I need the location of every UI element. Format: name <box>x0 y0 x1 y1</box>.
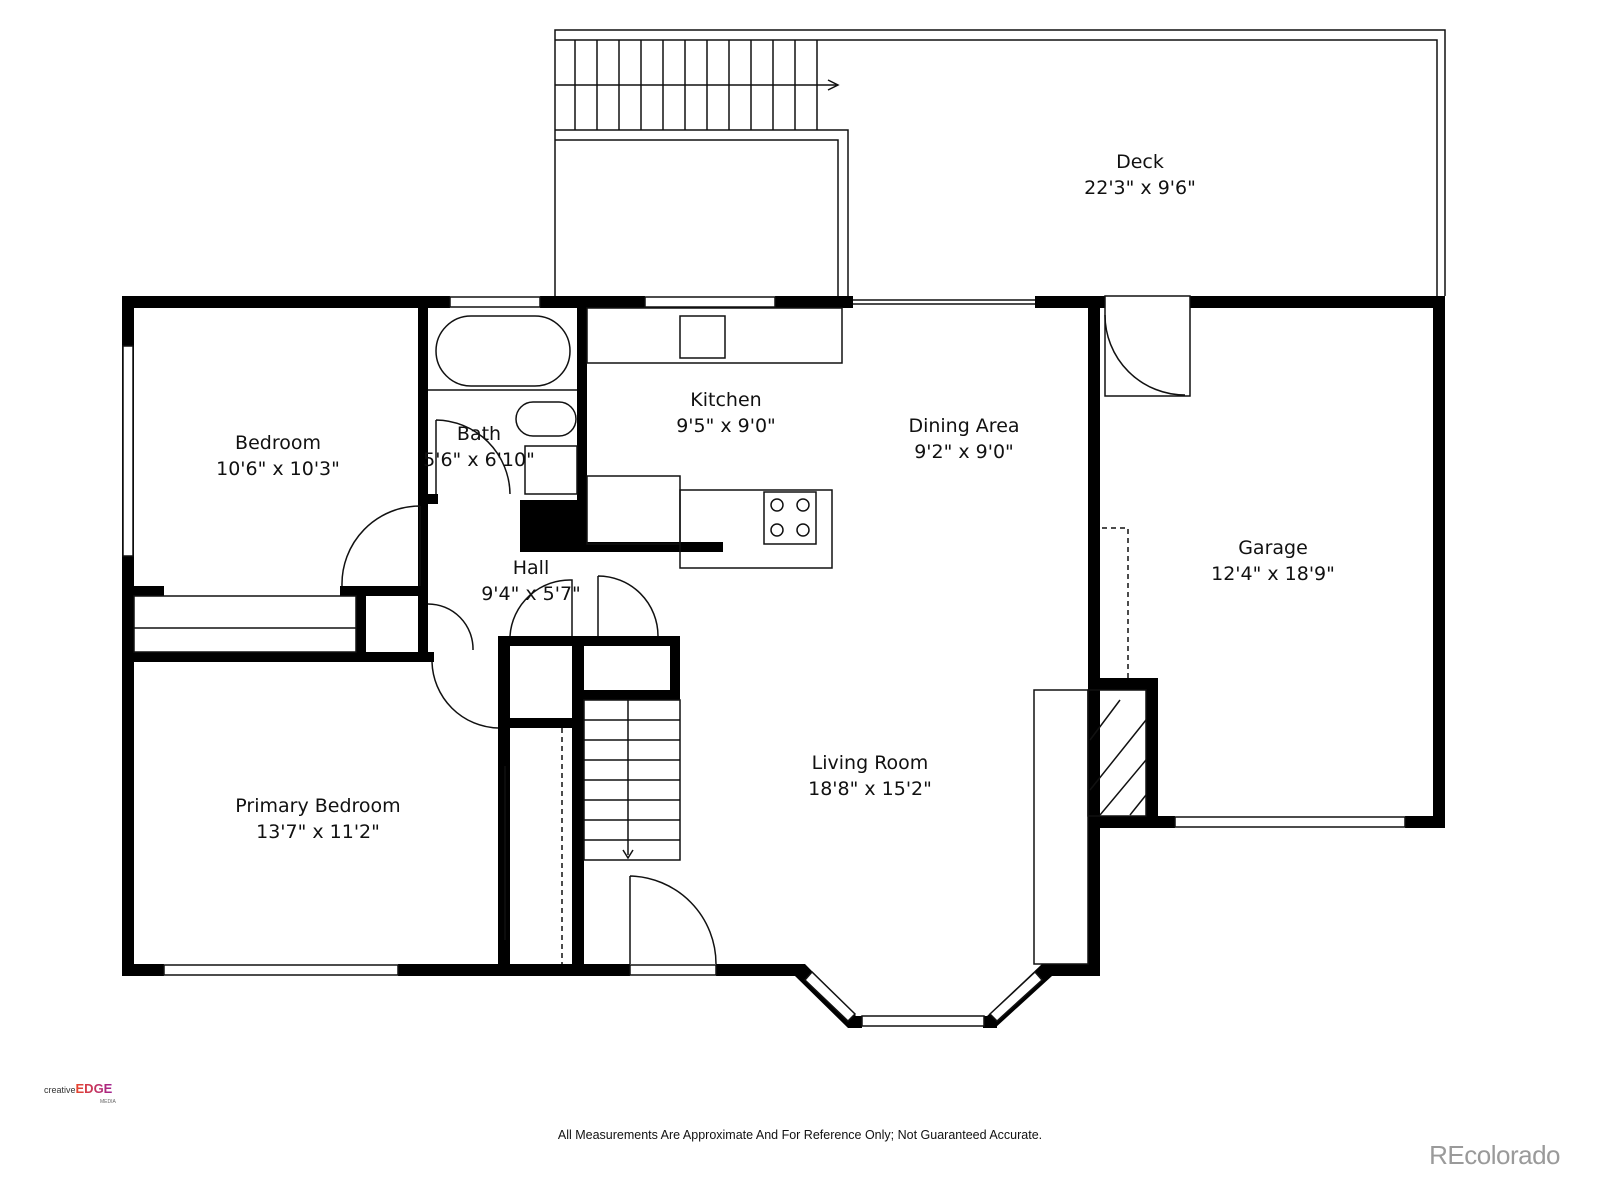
disclaimer: All Measurements Are Approximate And For… <box>557 1128 1043 1142</box>
stove <box>763 491 817 545</box>
deck-stairs <box>555 40 840 130</box>
kitchen-sink <box>679 315 726 359</box>
dining-size: 9'2" x 9'0" <box>914 441 1014 463</box>
living-size: 18'8" x 15'2" <box>808 778 932 800</box>
garage-name: Garage <box>1238 537 1308 559</box>
brand-watermark: REcolorado <box>1429 1140 1560 1170</box>
kitchen-size: 9'5" x 9'0" <box>676 415 776 437</box>
logo-main: EDGE <box>75 1081 113 1096</box>
deck-size: 22'3" x 9'6" <box>1084 177 1196 199</box>
deck <box>554 29 1446 296</box>
creative-edge-logo: creativeEDGE MEDIA <box>44 1081 116 1106</box>
toilet <box>515 401 577 437</box>
dining-name: Dining Area <box>908 415 1019 437</box>
fixtures <box>133 295 1191 965</box>
hall-name: Hall <box>513 557 550 579</box>
kitchen-name: Kitchen <box>690 389 761 411</box>
bath-sink <box>524 445 578 495</box>
bath-name: Bath <box>457 423 501 445</box>
bath-size: 5'6" x 6'10" <box>423 449 535 471</box>
living-name: Living Room <box>812 752 929 774</box>
kitchen-counter <box>586 307 843 364</box>
bedroom-name: Bedroom <box>235 432 321 454</box>
logo-sub: MEDIA <box>100 1099 116 1105</box>
primary-bedroom-size: 13'7" x 11'2" <box>256 821 380 843</box>
bedroom-size: 10'6" x 10'3" <box>216 458 340 480</box>
kitchen-island <box>679 489 833 569</box>
room-labels: Deck 22'3" x 9'6" Kitchen 9'5" x 9'0" Di… <box>216 151 1335 843</box>
deck-name: Deck <box>1116 151 1164 173</box>
primary-bedroom-name: Primary Bedroom <box>235 795 400 817</box>
windows <box>122 296 1406 1027</box>
bathtub <box>435 315 571 387</box>
logo-prefix: creative <box>44 1085 76 1095</box>
garage-size: 12'4" x 18'9" <box>1211 563 1335 585</box>
hall-size: 9'4" x 5'7" <box>481 583 581 605</box>
walls <box>122 296 1445 1028</box>
